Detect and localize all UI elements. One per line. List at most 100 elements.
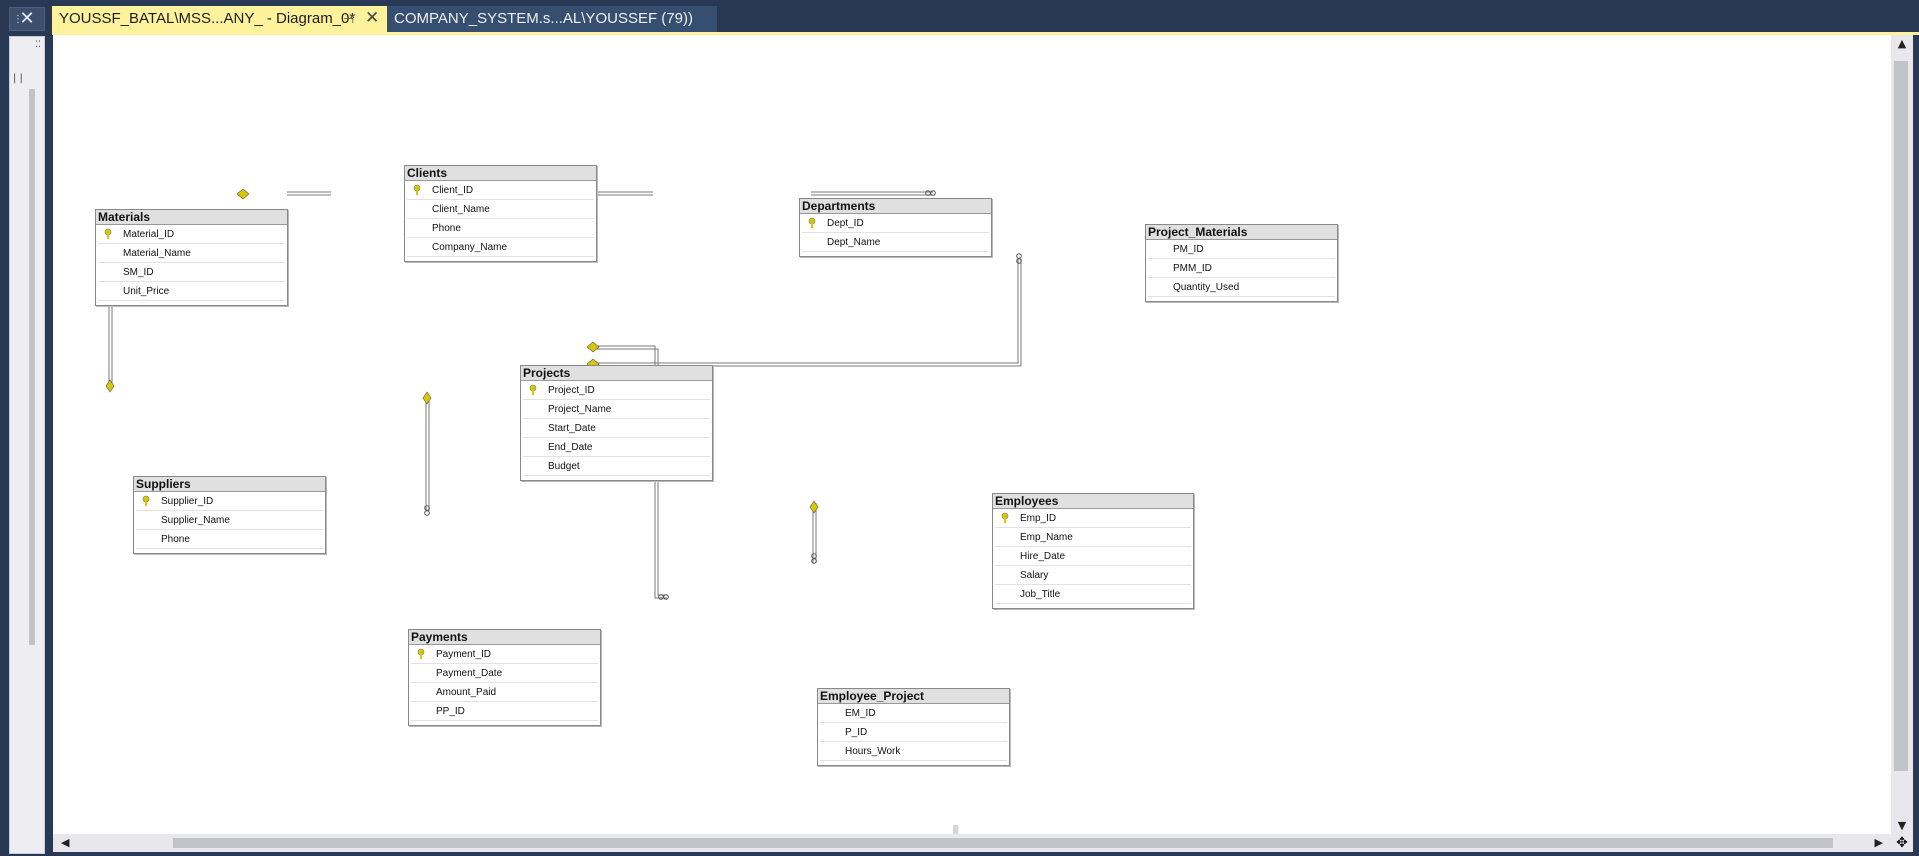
column-row[interactable]: Hire_Date bbox=[995, 547, 1191, 566]
table-projects[interactable]: Projects Project_ID Project_Name Start_D… bbox=[520, 365, 713, 481]
table-title[interactable]: Payments bbox=[409, 630, 600, 645]
table-padding bbox=[993, 604, 1193, 608]
close-icon[interactable]: ✕ bbox=[19, 8, 35, 29]
column-row[interactable]: Salary bbox=[995, 566, 1191, 585]
side-panel-scrollbar[interactable] bbox=[29, 89, 35, 645]
table-clients[interactable]: Clients Client_ID Client_Name Phone Comp… bbox=[404, 165, 597, 262]
column-row[interactable]: Project_ID bbox=[523, 381, 710, 400]
table-departments[interactable]: Departments Dept_ID Dept_Name bbox=[799, 198, 992, 257]
column-name: Payment_Date bbox=[436, 668, 503, 679]
table-employee-project[interactable]: Employee_Project EM_ID P_ID Hours_Work bbox=[817, 688, 1010, 766]
column-name: Phone bbox=[432, 223, 461, 234]
tab-diagram[interactable]: YOUSSF_BATAL\MSS...ANY_ - Diagram_0* ⊣ ✕ bbox=[52, 6, 387, 32]
table-padding bbox=[521, 476, 712, 480]
scroll-left-icon[interactable]: ◀ bbox=[61, 836, 70, 849]
column-row[interactable]: Emp_Name bbox=[995, 528, 1191, 547]
table-title[interactable]: Suppliers bbox=[134, 477, 325, 492]
column-name: Salary bbox=[1020, 570, 1049, 581]
column-name: End_Date bbox=[548, 442, 593, 453]
grip-icon[interactable]: ⁚⁚ bbox=[35, 40, 41, 50]
column-name: Emp_ID bbox=[1020, 513, 1057, 524]
tab-query[interactable]: COMPANY_SYSTEM.s...AL\YOUSSEF (79)) bbox=[387, 6, 717, 32]
column-row[interactable]: Payment_Date bbox=[411, 664, 598, 683]
vertical-scroll-thumb[interactable] bbox=[1894, 61, 1908, 771]
close-icon[interactable]: ✕ bbox=[365, 8, 380, 27]
pin-icon[interactable]: ⊣ bbox=[343, 11, 355, 26]
column-row[interactable]: Emp_ID bbox=[995, 509, 1191, 528]
table-padding bbox=[409, 721, 600, 725]
table-title[interactable]: Projects bbox=[521, 366, 712, 381]
scroll-right-icon[interactable]: ▶ bbox=[1874, 836, 1883, 849]
column-row[interactable]: Supplier_Name bbox=[136, 511, 323, 530]
column-row[interactable]: Phone bbox=[407, 219, 594, 238]
column-name: Quantity_Used bbox=[1173, 282, 1240, 293]
column-row[interactable]: Budget bbox=[523, 457, 710, 476]
tab-diagram-label[interactable]: YOUSSF_BATAL\MSS...ANY_ - Diagram_0* bbox=[59, 10, 356, 27]
vertical-scrollbar[interactable]: ▲ ▼ bbox=[1891, 35, 1913, 834]
column-name: Emp_Name bbox=[1020, 532, 1073, 543]
primary-key-icon bbox=[142, 495, 150, 506]
key-endpoint-suppliers bbox=[105, 379, 115, 393]
column-name: Client_Name bbox=[432, 204, 490, 215]
column-name: Start_Date bbox=[548, 423, 596, 434]
column-row[interactable]: Phone bbox=[136, 530, 323, 549]
column-row[interactable]: Dept_Name bbox=[802, 233, 989, 252]
table-title[interactable]: Materials bbox=[96, 210, 287, 225]
column-name: Client_ID bbox=[432, 185, 474, 196]
table-padding bbox=[818, 761, 1009, 765]
primary-key-icon bbox=[417, 648, 425, 659]
column-row[interactable]: Material_Name bbox=[98, 244, 285, 263]
column-row[interactable]: Unit_Price bbox=[98, 282, 285, 301]
column-row[interactable]: Dept_ID bbox=[802, 214, 989, 233]
column-row[interactable]: PP_ID bbox=[411, 702, 598, 721]
table-employees[interactable]: Employees Emp_ID Emp_Name Hire_Date Sala… bbox=[992, 493, 1194, 609]
column-row[interactable]: EM_ID bbox=[820, 704, 1007, 723]
table-title[interactable]: Employees bbox=[993, 494, 1193, 509]
table-padding bbox=[800, 252, 991, 256]
column-name: Hours_Work bbox=[845, 746, 901, 757]
horizontal-scrollbar[interactable]: ◀ ▶ bbox=[53, 834, 1891, 852]
scroll-up-icon[interactable]: ▲ bbox=[1897, 37, 1907, 50]
scroll-down-icon[interactable]: ▼ bbox=[1897, 819, 1907, 832]
column-row[interactable]: End_Date bbox=[523, 438, 710, 457]
column-name: PMM_ID bbox=[1173, 263, 1212, 274]
column-row[interactable]: PMM_ID bbox=[1148, 259, 1335, 278]
table-title[interactable]: Project_Materials bbox=[1146, 225, 1337, 240]
table-project-materials[interactable]: Project_Materials PM_ID PMM_ID Quantity_… bbox=[1145, 224, 1338, 302]
column-name: P_ID bbox=[845, 727, 868, 738]
primary-key-icon bbox=[413, 184, 421, 195]
column-row[interactable]: Supplier_ID bbox=[136, 492, 323, 511]
column-row[interactable]: Payment_ID bbox=[411, 645, 598, 664]
table-title[interactable]: Clients bbox=[405, 166, 596, 181]
column-row[interactable]: Job_Title bbox=[995, 585, 1191, 604]
side-panel: ⁚⁚ | | bbox=[9, 36, 45, 854]
diagram-canvas[interactable]: Materials Material_ID Material_Name SM_I… bbox=[53, 35, 1891, 834]
table-materials[interactable]: Materials Material_ID Material_Name SM_I… bbox=[95, 209, 288, 306]
horizontal-scroll-thumb[interactable] bbox=[173, 838, 1833, 848]
table-title[interactable]: Departments bbox=[800, 199, 991, 214]
column-name: PP_ID bbox=[436, 706, 465, 717]
close-panel-button[interactable]: ⋮ ✕ bbox=[9, 7, 45, 31]
column-row[interactable]: Amount_Paid bbox=[411, 683, 598, 702]
column-row[interactable]: Company_Name bbox=[407, 238, 594, 257]
column-row[interactable]: Hours_Work bbox=[820, 742, 1007, 761]
table-payments[interactable]: Payments Payment_ID Payment_Date Amount_… bbox=[408, 629, 601, 726]
column-row[interactable]: Client_Name bbox=[407, 200, 594, 219]
column-row[interactable]: PM_ID bbox=[1148, 240, 1335, 259]
relation-projects-projectmaterials[interactable] bbox=[593, 259, 1019, 364]
column-name: Phone bbox=[161, 534, 190, 545]
column-row[interactable]: Quantity_Used bbox=[1148, 278, 1335, 297]
column-name: EM_ID bbox=[845, 708, 876, 719]
table-suppliers[interactable]: Suppliers Supplier_ID Supplier_Name Phon… bbox=[133, 476, 326, 554]
tab-query-label[interactable]: COMPANY_SYSTEM.s...AL\YOUSSEF (79)) bbox=[394, 10, 693, 27]
primary-key-icon bbox=[1001, 512, 1009, 523]
table-title[interactable]: Employee_Project bbox=[818, 689, 1009, 704]
pan-icon[interactable]: ✥ bbox=[1891, 834, 1913, 852]
column-row[interactable]: P_ID bbox=[820, 723, 1007, 742]
column-row[interactable]: Project_Name bbox=[523, 400, 710, 419]
column-row[interactable]: Start_Date bbox=[523, 419, 710, 438]
column-row[interactable]: Client_ID bbox=[407, 181, 594, 200]
panel-menu-icon[interactable]: ⋮ bbox=[13, 14, 23, 25]
column-row[interactable]: Material_ID bbox=[98, 225, 285, 244]
column-row[interactable]: SM_ID bbox=[98, 263, 285, 282]
